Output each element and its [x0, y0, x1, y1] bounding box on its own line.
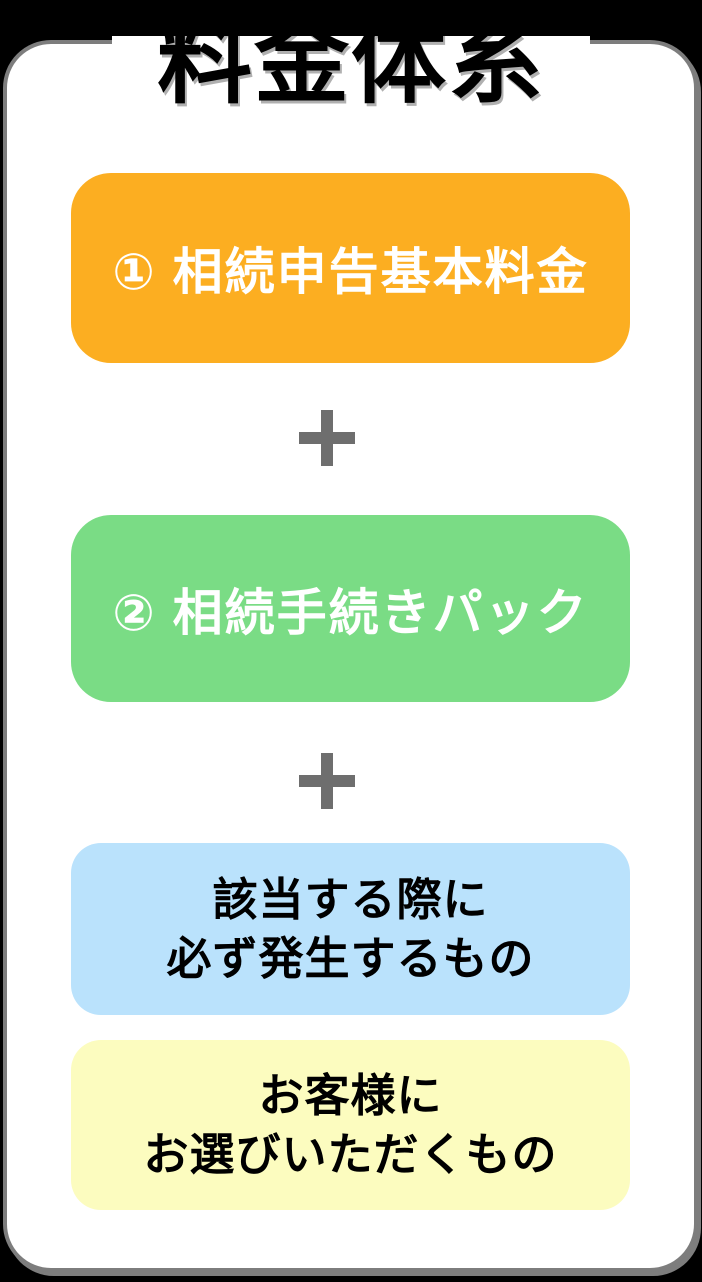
basic-fee-label: ① 相続申告基本料金 [112, 244, 589, 300]
plus-icon [299, 410, 355, 466]
optional-fee-line1: お客様に [258, 1070, 443, 1121]
procedure-pack-label: ② 相続手続きパック [112, 584, 589, 641]
basic-fee-box: ① 相続申告基本料金 [71, 173, 630, 363]
top-black-band [0, 0, 702, 36]
mandatory-fee-line1: 該当する際に [212, 874, 489, 925]
mandatory-fee-line2: 必ず発生するもの [166, 933, 535, 984]
optional-fee-line2: お選びいただくもの [143, 1129, 558, 1180]
content-card: ① 相続申告基本料金 ② 相続手続きパック 該当する際に 必ず発生するもの お客… [3, 40, 698, 1272]
optional-fee-box: お客様に お選びいただくもの [71, 1040, 630, 1210]
mandatory-fee-box: 該当する際に 必ず発生するもの [71, 843, 630, 1015]
plus-icon [299, 753, 355, 809]
procedure-pack-box: ② 相続手続きパック [71, 515, 630, 702]
